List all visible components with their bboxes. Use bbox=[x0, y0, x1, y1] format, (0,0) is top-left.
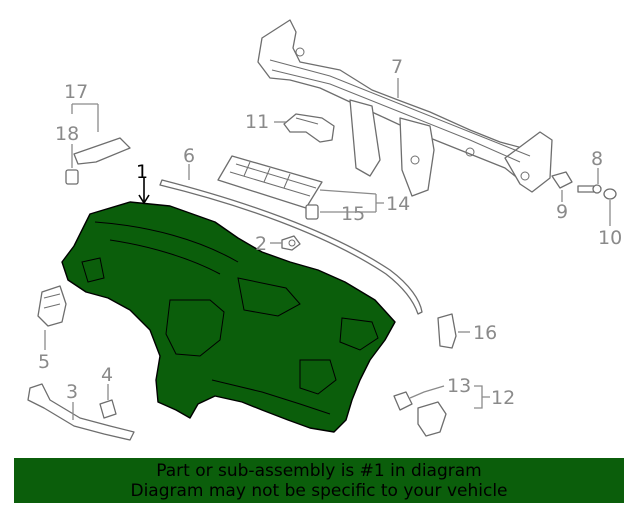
part-7-cross-car-beam[interactable] bbox=[257, 19, 553, 197]
part-9-bushing[interactable] bbox=[551, 171, 573, 189]
callout-12[interactable]: 12 bbox=[491, 387, 515, 409]
callout-10[interactable]: 10 bbox=[598, 227, 622, 249]
callout-3[interactable]: 3 bbox=[66, 381, 78, 403]
callout-8[interactable]: 8 bbox=[591, 148, 603, 170]
part-18-clip[interactable] bbox=[65, 169, 79, 185]
notice-banner: Part or sub-assembly is #1 in diagram Di… bbox=[14, 458, 624, 503]
callout-16[interactable]: 16 bbox=[473, 322, 497, 344]
callout-17[interactable]: 17 bbox=[64, 81, 88, 103]
callout-15[interactable]: 15 bbox=[341, 203, 365, 225]
callout-6[interactable]: 6 bbox=[183, 145, 195, 167]
part-8-bolt[interactable] bbox=[577, 184, 602, 194]
part-12-end-cap[interactable] bbox=[417, 401, 447, 437]
part-2-fastener[interactable] bbox=[281, 235, 301, 251]
leader-12 bbox=[474, 385, 490, 409]
part-16-trim[interactable] bbox=[437, 313, 457, 349]
part-4-clip[interactable] bbox=[99, 399, 117, 419]
part-10-cap[interactable] bbox=[603, 188, 617, 200]
callout-14[interactable]: 14 bbox=[386, 193, 410, 215]
leader-13 bbox=[409, 385, 445, 399]
callout-18[interactable]: 18 bbox=[55, 123, 79, 145]
notice-line-2: Diagram may not be specific to your vehi… bbox=[130, 480, 508, 501]
callout-7[interactable]: 7 bbox=[391, 56, 403, 78]
part-17-side-cover[interactable] bbox=[73, 137, 131, 165]
part-1-instrument-panel[interactable] bbox=[61, 201, 396, 433]
part-11-bracket[interactable] bbox=[283, 113, 335, 143]
part-15-clip[interactable] bbox=[305, 204, 319, 220]
notice-line-1: Part or sub-assembly is #1 in diagram bbox=[156, 460, 482, 481]
callout-4[interactable]: 4 bbox=[101, 364, 113, 386]
leader-17 bbox=[71, 103, 99, 132]
callout-2[interactable]: 2 bbox=[255, 233, 267, 255]
callout-1[interactable]: 1 bbox=[136, 161, 148, 183]
callout-9[interactable]: 9 bbox=[556, 201, 568, 223]
part-3-reinforcement[interactable] bbox=[27, 383, 135, 441]
part-6-weatherstrip[interactable] bbox=[159, 179, 423, 315]
leader-14 bbox=[319, 189, 384, 213]
callout-5[interactable]: 5 bbox=[38, 351, 50, 373]
part-13-clip[interactable] bbox=[393, 391, 413, 411]
part-5-vent-duct[interactable] bbox=[37, 285, 67, 327]
callout-13[interactable]: 13 bbox=[447, 375, 471, 397]
callout-11[interactable]: 11 bbox=[245, 111, 269, 133]
leader-1-arrow bbox=[138, 194, 150, 205]
